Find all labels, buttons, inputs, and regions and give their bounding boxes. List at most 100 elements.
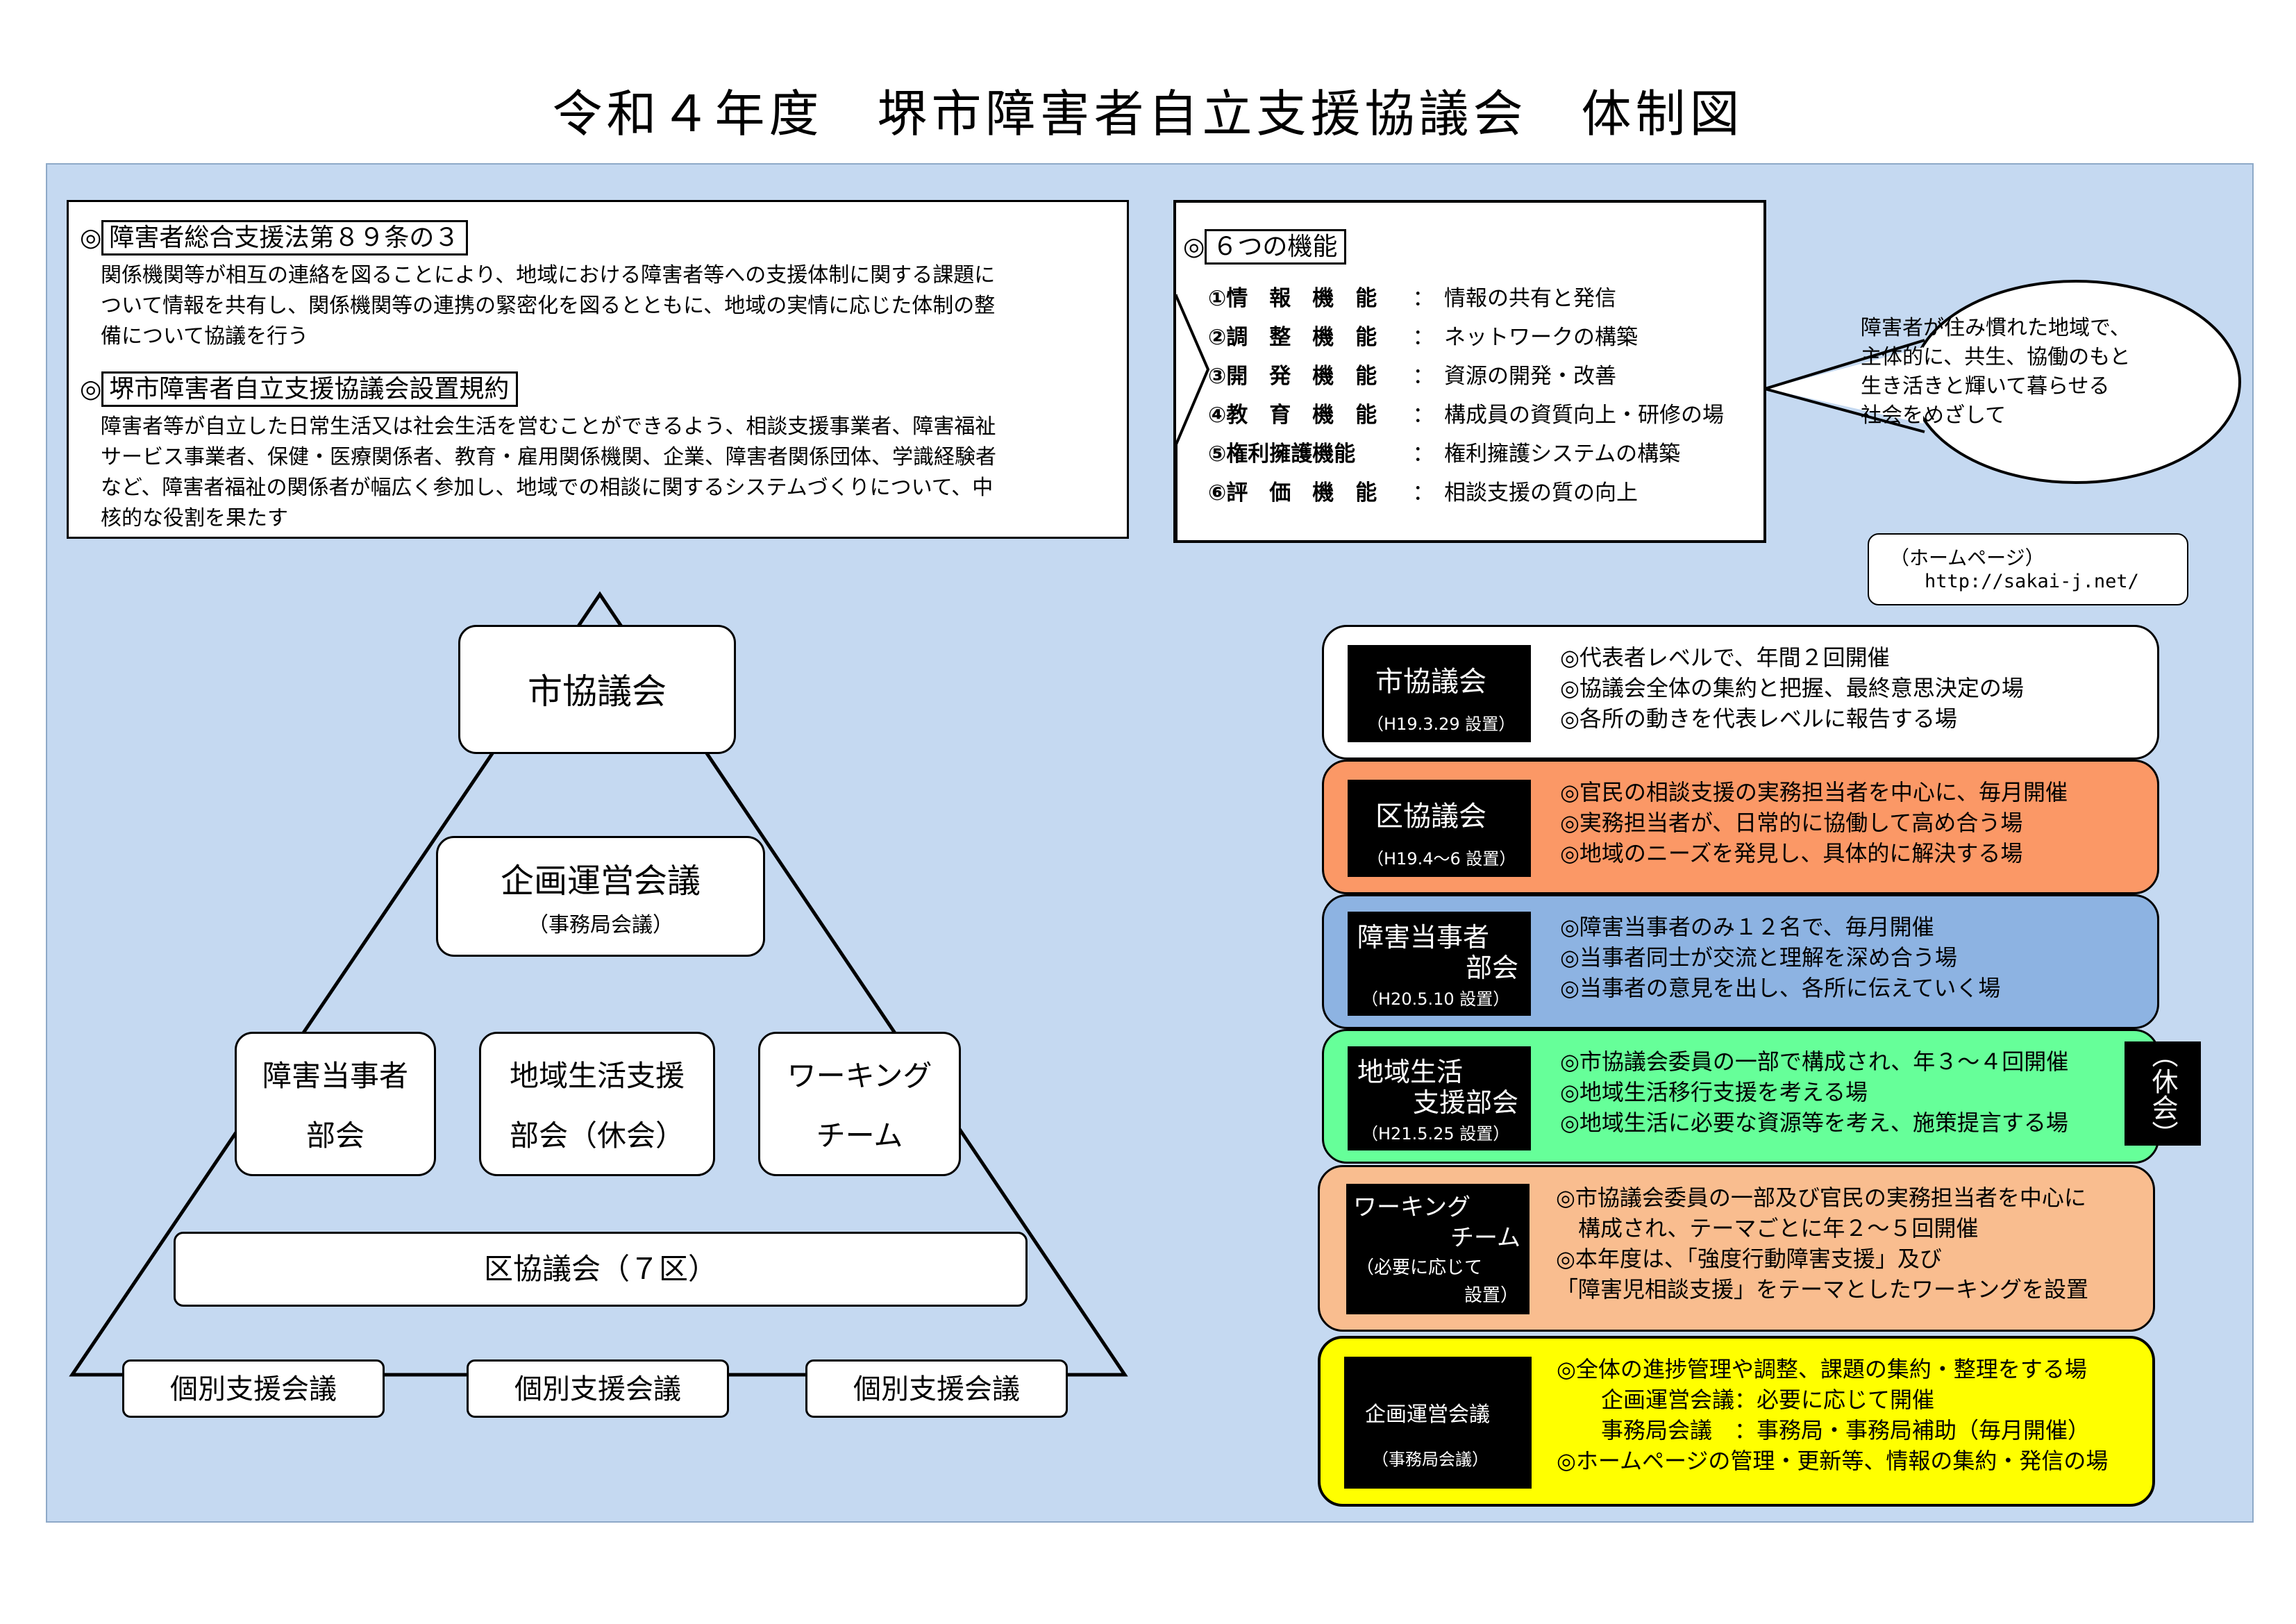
committee-line: ◎市協議会委員の一部で構成され、年３～４回開催 (1560, 1048, 2069, 1075)
function-name: ④教 育 機 能 (1208, 402, 1377, 428)
law-text-2-line: など、障害者福祉の関係者が幅広く参加し、地域での相談に関するシステムづくりについ… (101, 476, 994, 500)
function-item: ②調 整 機 能 ： ネットワークの構築 (1208, 315, 1724, 354)
on-hiatus-badge: （休会） (2125, 1041, 2201, 1147)
committee-label: 市協議会 （H19.3.29 設置） (1348, 645, 1531, 742)
function-desc: 資源の開発・改善 (1444, 363, 1616, 389)
committee-line: ◎実務担当者が、日常的に協働して高め合う場 (1560, 810, 2023, 836)
subcommittee-label-line: ワーキング (787, 1059, 932, 1093)
committee-line: ◎各所の動きを代表レベルに報告する場 (1560, 705, 1957, 732)
function-name: ⑤権利擁護機能 (1208, 441, 1356, 467)
function-name: ⑥評 価 機 能 (1208, 480, 1377, 505)
committee-date: 設置） (1464, 1285, 1519, 1306)
committee-line: ◎地域生活に必要な資源等を考え、施策提言する場 (1560, 1110, 2068, 1136)
committee-city-council: 市協議会 （H19.3.29 設置） ◎代表者レベルで、年間２回開催 ◎協議会全… (1322, 625, 2159, 760)
committee-line: ◎市協議会委員の一部及び官民の実務担当者を中心に (1556, 1184, 2086, 1211)
law-heading-2: ◎堺市障害者自立支援協議会設置規約 (80, 369, 519, 407)
function-sep: ： (1412, 324, 1434, 350)
homepage-label: （ホームページ） (1890, 546, 2045, 569)
page-title: 令和４年度 堺市障害者自立支援協議会 体制図 (552, 85, 1744, 143)
committee-label: 地域生活 支援部会 （H21.5.25 設置） (1348, 1046, 1531, 1150)
committee-description: ◎市協議会委員の一部及び官民の実務担当者を中心に 構成され、テーマごとに年２～５… (1556, 1182, 2088, 1305)
committee-title: 企画運営会議 (1365, 1403, 1490, 1427)
functions-heading: ◎６つの機能 (1183, 226, 1347, 265)
function-sep: ： (1412, 285, 1434, 311)
goal-line: 社会をめざして (1861, 403, 2006, 428)
committee-label: 企画運営会議 （事務局会議） (1344, 1357, 1532, 1489)
functions-list: ①情 報 機 能 ： 情報の共有と発信 ②調 整 機 能 ： ネットワークの構築 ③開 … (1208, 276, 1724, 510)
pyramid-individual-meeting: 個別支援会議 (805, 1359, 1068, 1418)
functions-box: ◎６つの機能 ①情 報 機 能 ： 情報の共有と発信 ②調 整 機 能 ： ネットワーク… (1176, 201, 1763, 539)
function-name: ①情 報 機 能 (1208, 285, 1377, 311)
law-text-2-line: 障害者等が自立した日常生活又は社会生活を営むことができるよう、相談支援事業者、障… (101, 415, 996, 439)
function-item: ①情 報 機 能 ： 情報の共有と発信 (1208, 276, 1724, 315)
law-text-2-line: 核的な役割を果たす (101, 506, 288, 530)
function-name: ②調 整 機 能 (1208, 324, 1377, 350)
function-desc: 構成員の資質向上・研修の場 (1444, 402, 1724, 428)
pyramid-community-living-subcommittee: 地域生活支援 部会（休会） (479, 1032, 715, 1176)
committee-label: 障害当事者 部会 （H20.5.10 設置） (1348, 912, 1531, 1016)
committee-title: 障害当事者 (1357, 922, 1490, 953)
function-sep: ： (1412, 363, 1434, 389)
homepage-link[interactable]: http://sakai-j.net/ (1925, 571, 2139, 592)
function-item: ④教 育 機 能 ： 構成員の資質向上・研修の場 (1208, 393, 1724, 432)
pyramid-planning-meeting: 企画運営会議 （事務局会議） (436, 836, 765, 957)
committee-line: 事務局会議 ：事務局・事務局補助（毎月開催） (1557, 1417, 2090, 1443)
subcommittee-label-line: チーム (816, 1119, 903, 1153)
goal-line: 障害者が住み慣れた地域で、 (1861, 316, 2131, 340)
committee-line: ◎障害当事者のみ１２名で、毎月開催 (1560, 914, 1934, 940)
committee-description: ◎代表者レベルで、年間２回開催 ◎協議会全体の集約と把握、最終意思決定の場 ◎各… (1560, 642, 2024, 734)
committee-title: ワーキング (1353, 1194, 1470, 1221)
committee-date: （H21.5.25 設置） (1361, 1124, 1510, 1144)
law-box: ◎障害者総合支援法第８９条の３ 関係機関等が相互の連絡を図ることにより、地域にお… (67, 200, 1129, 539)
committee-title: 区協議会 (1375, 801, 1486, 832)
goal-text: 障害者が住み慣れた地域で、 主体的に、共生、協働のもと 生き活きと輝いて暮らせる… (1861, 314, 2131, 430)
committee-ward-council: 区協議会 （H19.4～6 設置） ◎官民の相談支援の実務担当者を中心に、毎月開… (1322, 760, 2159, 894)
subcommittee-label-line: 部会（休会） (509, 1119, 685, 1153)
committee-line: ◎官民の相談支援の実務担当者を中心に、毎月開催 (1560, 779, 2068, 805)
subcommittee-label-line: 障害当事者 (262, 1059, 408, 1093)
committee-self-advocate-subcommittee: 障害当事者 部会 （H20.5.10 設置） ◎障害当事者のみ１２名で、毎月開催… (1322, 894, 2159, 1029)
committee-date: （H19.4～6 設置） (1367, 849, 1516, 869)
planning-title: 企画運営会議 (500, 862, 701, 901)
goal-line: 主体的に、共生、協働のもと (1861, 345, 2131, 369)
committee-line: ◎地域生活移行支援を考える場 (1560, 1079, 1868, 1105)
function-sep: ： (1412, 402, 1434, 428)
function-desc: ネットワークの構築 (1444, 324, 1638, 350)
committee-description: ◎全体の進捗管理や調整、課題の集約・整理をする場 企画運営会議：必要に応じて開催… (1557, 1354, 2108, 1476)
function-item: ③開 発 機 能 ： 資源の開発・改善 (1208, 354, 1724, 393)
committee-line: ◎本年度は、「強度行動障害支援」及び (1556, 1246, 1942, 1272)
law-heading-1: ◎障害者総合支援法第８９条の３ (80, 217, 469, 256)
law-text-2: 障害者等が自立した日常生活又は社会生活を営むことができるよう、相談支援事業者、障… (101, 412, 1121, 534)
committee-title: 部会 (1466, 953, 1519, 983)
committee-working-team: ワーキング チーム （必要に応じて 設置） ◎市協議会委員の一部及び官民の実務担… (1318, 1165, 2155, 1332)
committee-description: ◎官民の相談支援の実務担当者を中心に、毎月開催 ◎実務担当者が、日常的に協働して… (1560, 777, 2068, 869)
committee-line: 企画運営会議：必要に応じて開催 (1557, 1387, 1935, 1413)
committee-line: ◎当事者の意見を出し、各所に伝えていく場 (1560, 975, 2001, 1001)
committee-line: ◎全体の進捗管理や調整、課題の集約・整理をする場 (1557, 1356, 2087, 1382)
pyramid-individual-meeting: 個別支援会議 (122, 1359, 385, 1418)
committee-line: ◎地域のニーズを発見し、具体的に解決する場 (1560, 840, 2023, 867)
law-heading-1-text: 障害者総合支援法第８９条の３ (101, 220, 469, 256)
function-name: ③開 発 機 能 (1208, 363, 1377, 389)
committee-title: チーム (1450, 1224, 1520, 1252)
law-text-1-line: ついて情報を共有し、関係機関等の連携の緊密化を図るとともに、地域の実情に応じた体… (101, 294, 996, 318)
committee-line: ◎協議会全体の集約と把握、最終意思決定の場 (1560, 675, 2024, 701)
committee-date: （事務局会議） (1372, 1450, 1489, 1469)
pyramid-self-advocate-subcommittee: 障害当事者 部会 (235, 1032, 436, 1176)
committee-title: 市協議会 (1375, 666, 1486, 698)
goal-bubble (1763, 280, 2241, 484)
function-desc: 情報の共有と発信 (1444, 285, 1616, 311)
pyramid-ward-council: 区協議会（７区） (174, 1232, 1028, 1307)
goal-line: 生き活きと輝いて暮らせる (1861, 374, 2110, 399)
committee-line: 構成され、テーマごとに年２～５回開催 (1556, 1215, 1979, 1241)
function-sep: ： (1412, 480, 1434, 505)
committee-description: ◎障害当事者のみ１２名で、毎月開催 ◎当事者同士が交流と理解を深め合う場 ◎当事… (1560, 912, 2000, 1003)
subcommittee-label-line: 地域生活支援 (509, 1059, 685, 1093)
committee-description: ◎市協議会委員の一部で構成され、年３～４回開催 ◎地域生活移行支援を考える場 ◎… (1560, 1046, 2068, 1138)
function-desc: 相談支援の質の向上 (1444, 480, 1638, 505)
law-text-1-line: 関係機関等が相互の連絡を図ることにより、地域における障害者等への支援体制に関する… (101, 263, 996, 287)
law-text-1-line: 備について協議を行う (101, 324, 309, 349)
committee-line: ◎当事者同士が交流と理解を深め合う場 (1560, 944, 1957, 971)
committee-line: ◎代表者レベルで、年間２回開催 (1560, 644, 1890, 671)
committee-title: 支援部会 (1413, 1087, 1519, 1118)
